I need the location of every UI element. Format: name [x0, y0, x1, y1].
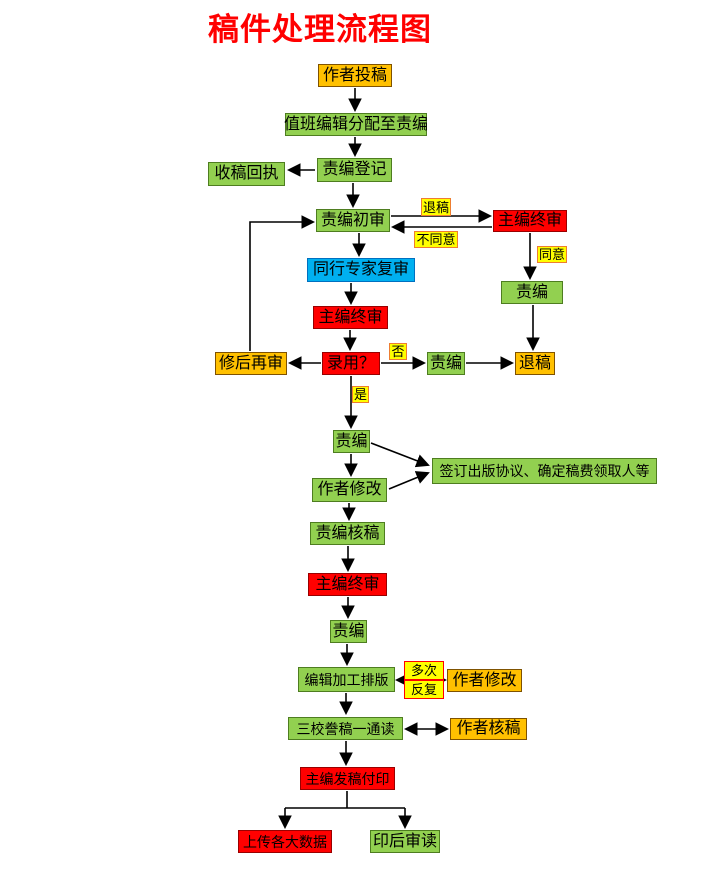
node-proofread: 三校誊稿一通读 [288, 717, 403, 740]
node-receipt: 收稿回执 [208, 162, 285, 186]
label-disagree: 不同意 [414, 231, 458, 248]
node-chief-print: 主编发稿付印 [300, 767, 395, 790]
label-no: 否 [389, 343, 407, 360]
arrow-zebian2-agreement [370, 442, 430, 468]
node-post-print-read: 印后审读 [370, 830, 440, 853]
label-multi-line1: 多次 [410, 663, 437, 678]
split-line [285, 791, 405, 809]
node-duty-editor-assign: 值班编辑分配至责编 [284, 113, 428, 136]
node-zebian-mid: 责编 [427, 352, 465, 375]
node-author-check: 作者核稿 [450, 718, 527, 740]
label-agree: 同意 [537, 246, 567, 263]
node-chief-final-mid: 主编终审 [313, 306, 388, 329]
node-zebian-right: 责编 [501, 281, 563, 304]
node-author-revise-2: 作者修改 [447, 669, 522, 692]
node-reject: 退稿 [515, 352, 555, 375]
node-chief-final-right: 主编终审 [493, 210, 567, 232]
node-upload-databases: 上传各大数据 [238, 830, 332, 853]
node-zebian-3: 责编 [330, 620, 367, 643]
node-zebian-check: 责编核稿 [310, 522, 385, 545]
label-reject-suggest: 退稿 [421, 198, 451, 216]
node-chief-final-3: 主编终审 [308, 573, 387, 596]
node-editor-register: 责编登记 [317, 158, 392, 182]
label-multiple-iterations: 多次 反复 [404, 661, 444, 699]
label-multi-line2: 反复 [405, 679, 443, 698]
node-accept-decision: 录用？ [322, 352, 380, 375]
node-first-review: 责编初审 [316, 209, 390, 232]
node-typeset: 编辑加工排版 [298, 667, 395, 692]
node-revise-resubmit: 修后再审 [215, 352, 287, 375]
node-author-submit: 作者投稿 [318, 64, 392, 87]
arrows [249, 88, 540, 830]
node-peer-review: 同行专家复审 [307, 258, 415, 282]
label-yes: 是 [352, 386, 369, 403]
node-agreement: 签订出版协议、确定稿费领取人等 [432, 458, 657, 484]
page-title: 稿件处理流程图 [208, 12, 432, 47]
arrow-authorrevise-agreement [388, 471, 430, 490]
arrow-revise-firstreview [249, 215, 316, 351]
node-zebian-2: 责编 [333, 430, 370, 453]
node-author-revise: 作者修改 [312, 478, 387, 502]
